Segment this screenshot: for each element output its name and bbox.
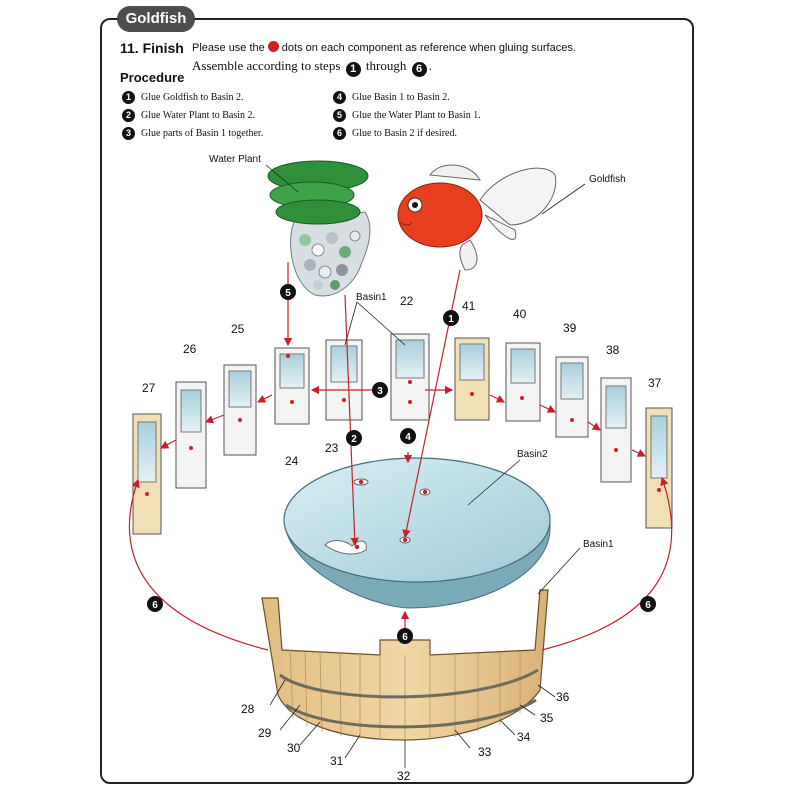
part-40: 40 xyxy=(513,307,527,321)
panels-left xyxy=(132,333,430,535)
part-36: 36 xyxy=(556,690,570,704)
procedure-step-2: 2 Glue Water Plant to Basin 2. xyxy=(120,109,255,122)
basin2 xyxy=(283,457,551,609)
step-6-badge-icon: 6 xyxy=(411,62,427,77)
instruction-text-1: Please use the xyxy=(192,42,265,54)
step-marker-3: 3 xyxy=(372,382,388,398)
instruction-text-2: dots on each component as reference when… xyxy=(281,42,576,54)
part-29: 29 xyxy=(258,726,272,740)
panel-27 xyxy=(132,413,162,535)
panel-24 xyxy=(274,347,310,425)
page-frame xyxy=(100,18,694,784)
part-27: 27 xyxy=(142,381,156,395)
procedure-step-1: 1 Glue Goldfish to Basin 2. xyxy=(120,91,244,104)
step-marker-5: 5 xyxy=(280,284,296,300)
glue-arrows xyxy=(128,262,673,651)
panel-22 xyxy=(390,333,430,421)
part-33: 33 xyxy=(478,745,492,759)
step-text: Glue the Water Plant to Basin 1. xyxy=(352,110,481,121)
step-number-icon: 3 xyxy=(122,127,135,140)
part-37: 37 xyxy=(648,376,662,390)
svg-text:2: 2 xyxy=(351,434,357,445)
part-38: 38 xyxy=(606,343,620,357)
basin1-barrel xyxy=(261,589,549,741)
part-26: 26 xyxy=(183,342,197,356)
svg-text:6: 6 xyxy=(645,600,651,611)
basin1-bottom-label: Basin1 xyxy=(583,539,614,550)
water-plant xyxy=(267,160,371,297)
basin2-label: Basin2 xyxy=(517,449,548,460)
step-text: Glue parts of Basin 1 together. xyxy=(141,128,264,139)
part-23: 23 xyxy=(325,441,339,455)
part-numbers: 22 23 24 25 26 27 37 38 39 40 41 28 29 3… xyxy=(142,294,662,783)
step-1-badge-icon: 1 xyxy=(345,62,361,77)
water-plant-label: Water Plant xyxy=(209,154,261,165)
procedure-title: Procedure xyxy=(120,70,185,85)
step-text: Glue Water Plant to Basin 2. xyxy=(141,110,255,121)
part-28: 28 xyxy=(241,702,255,716)
panel-25 xyxy=(223,364,257,456)
step-number-icon: 4 xyxy=(333,91,346,104)
panel-41 xyxy=(454,337,490,421)
procedure-step-4: 4 Glue Basin 1 to Basin 2. xyxy=(331,91,450,104)
procedure-step-6: 6 Glue to Basin 2 if desired. xyxy=(331,127,457,140)
section-tab: Goldfish xyxy=(117,6,195,32)
instruction-line: Please use the dots on each component as … xyxy=(192,41,576,54)
goldfish-label: Goldfish xyxy=(589,174,626,185)
panels-right xyxy=(454,337,673,529)
step-text: Glue Basin 1 to Basin 2. xyxy=(352,92,450,103)
glue-dot-icon xyxy=(267,41,279,52)
diagram-labels: Water Plant Goldfish Basin1 Basin2 Basin… xyxy=(209,154,626,550)
step-text: Glue Goldfish to Basin 2. xyxy=(141,92,244,103)
part-25: 25 xyxy=(231,322,245,336)
step-marker-2: 2 xyxy=(346,430,362,446)
assemble-end: . xyxy=(428,58,432,73)
step-marker-6-right: 6 xyxy=(640,596,656,612)
svg-text:3: 3 xyxy=(377,386,383,397)
panel-23 xyxy=(325,339,363,421)
part-41: 41 xyxy=(462,299,476,313)
part-35: 35 xyxy=(540,711,554,725)
procedure-step-5: 5 Glue the Water Plant to Basin 1. xyxy=(331,109,481,122)
step-number-icon: 1 xyxy=(122,91,135,104)
part-30: 30 xyxy=(287,741,301,755)
part-39: 39 xyxy=(563,321,577,335)
panel-26 xyxy=(175,381,207,489)
svg-text:1: 1 xyxy=(448,314,454,325)
step-number-icon: 2 xyxy=(122,109,135,122)
basin1-top-label: Basin1 xyxy=(356,292,387,303)
assemble-through: through xyxy=(365,58,407,73)
svg-text:4: 4 xyxy=(405,432,411,443)
step-marker-1: 1 xyxy=(443,310,459,326)
panel-38 xyxy=(600,377,632,483)
assemble-text-1: Assemble according to steps xyxy=(192,58,341,73)
svg-text:6: 6 xyxy=(152,600,158,611)
svg-text:5: 5 xyxy=(285,288,291,299)
part-34: 34 xyxy=(517,730,531,744)
goldfish xyxy=(397,164,557,271)
part-31: 31 xyxy=(330,754,344,768)
step-marker-4: 4 xyxy=(400,428,416,444)
assemble-line: Assemble according to steps 1 through 6. xyxy=(192,58,432,77)
leader-lines xyxy=(265,164,586,768)
part-32: 32 xyxy=(397,769,411,783)
step-text: Glue to Basin 2 if desired. xyxy=(352,128,457,139)
page-title: 11. Finish xyxy=(120,40,184,56)
part-22: 22 xyxy=(400,294,414,308)
step-number-icon: 6 xyxy=(333,127,346,140)
step-number-icon: 5 xyxy=(333,109,346,122)
part-24: 24 xyxy=(285,454,299,468)
panel-37 xyxy=(645,407,673,529)
panel-39 xyxy=(555,356,589,438)
step-marker-6-center: 6 xyxy=(397,628,413,644)
panel-40 xyxy=(505,342,541,422)
procedure-step-3: 3 Glue parts of Basin 1 together. xyxy=(120,127,263,140)
step-marker-6-left: 6 xyxy=(147,596,163,612)
svg-text:6: 6 xyxy=(402,632,408,643)
step-markers: 1 2 3 4 5 6 6 6 xyxy=(147,284,656,644)
